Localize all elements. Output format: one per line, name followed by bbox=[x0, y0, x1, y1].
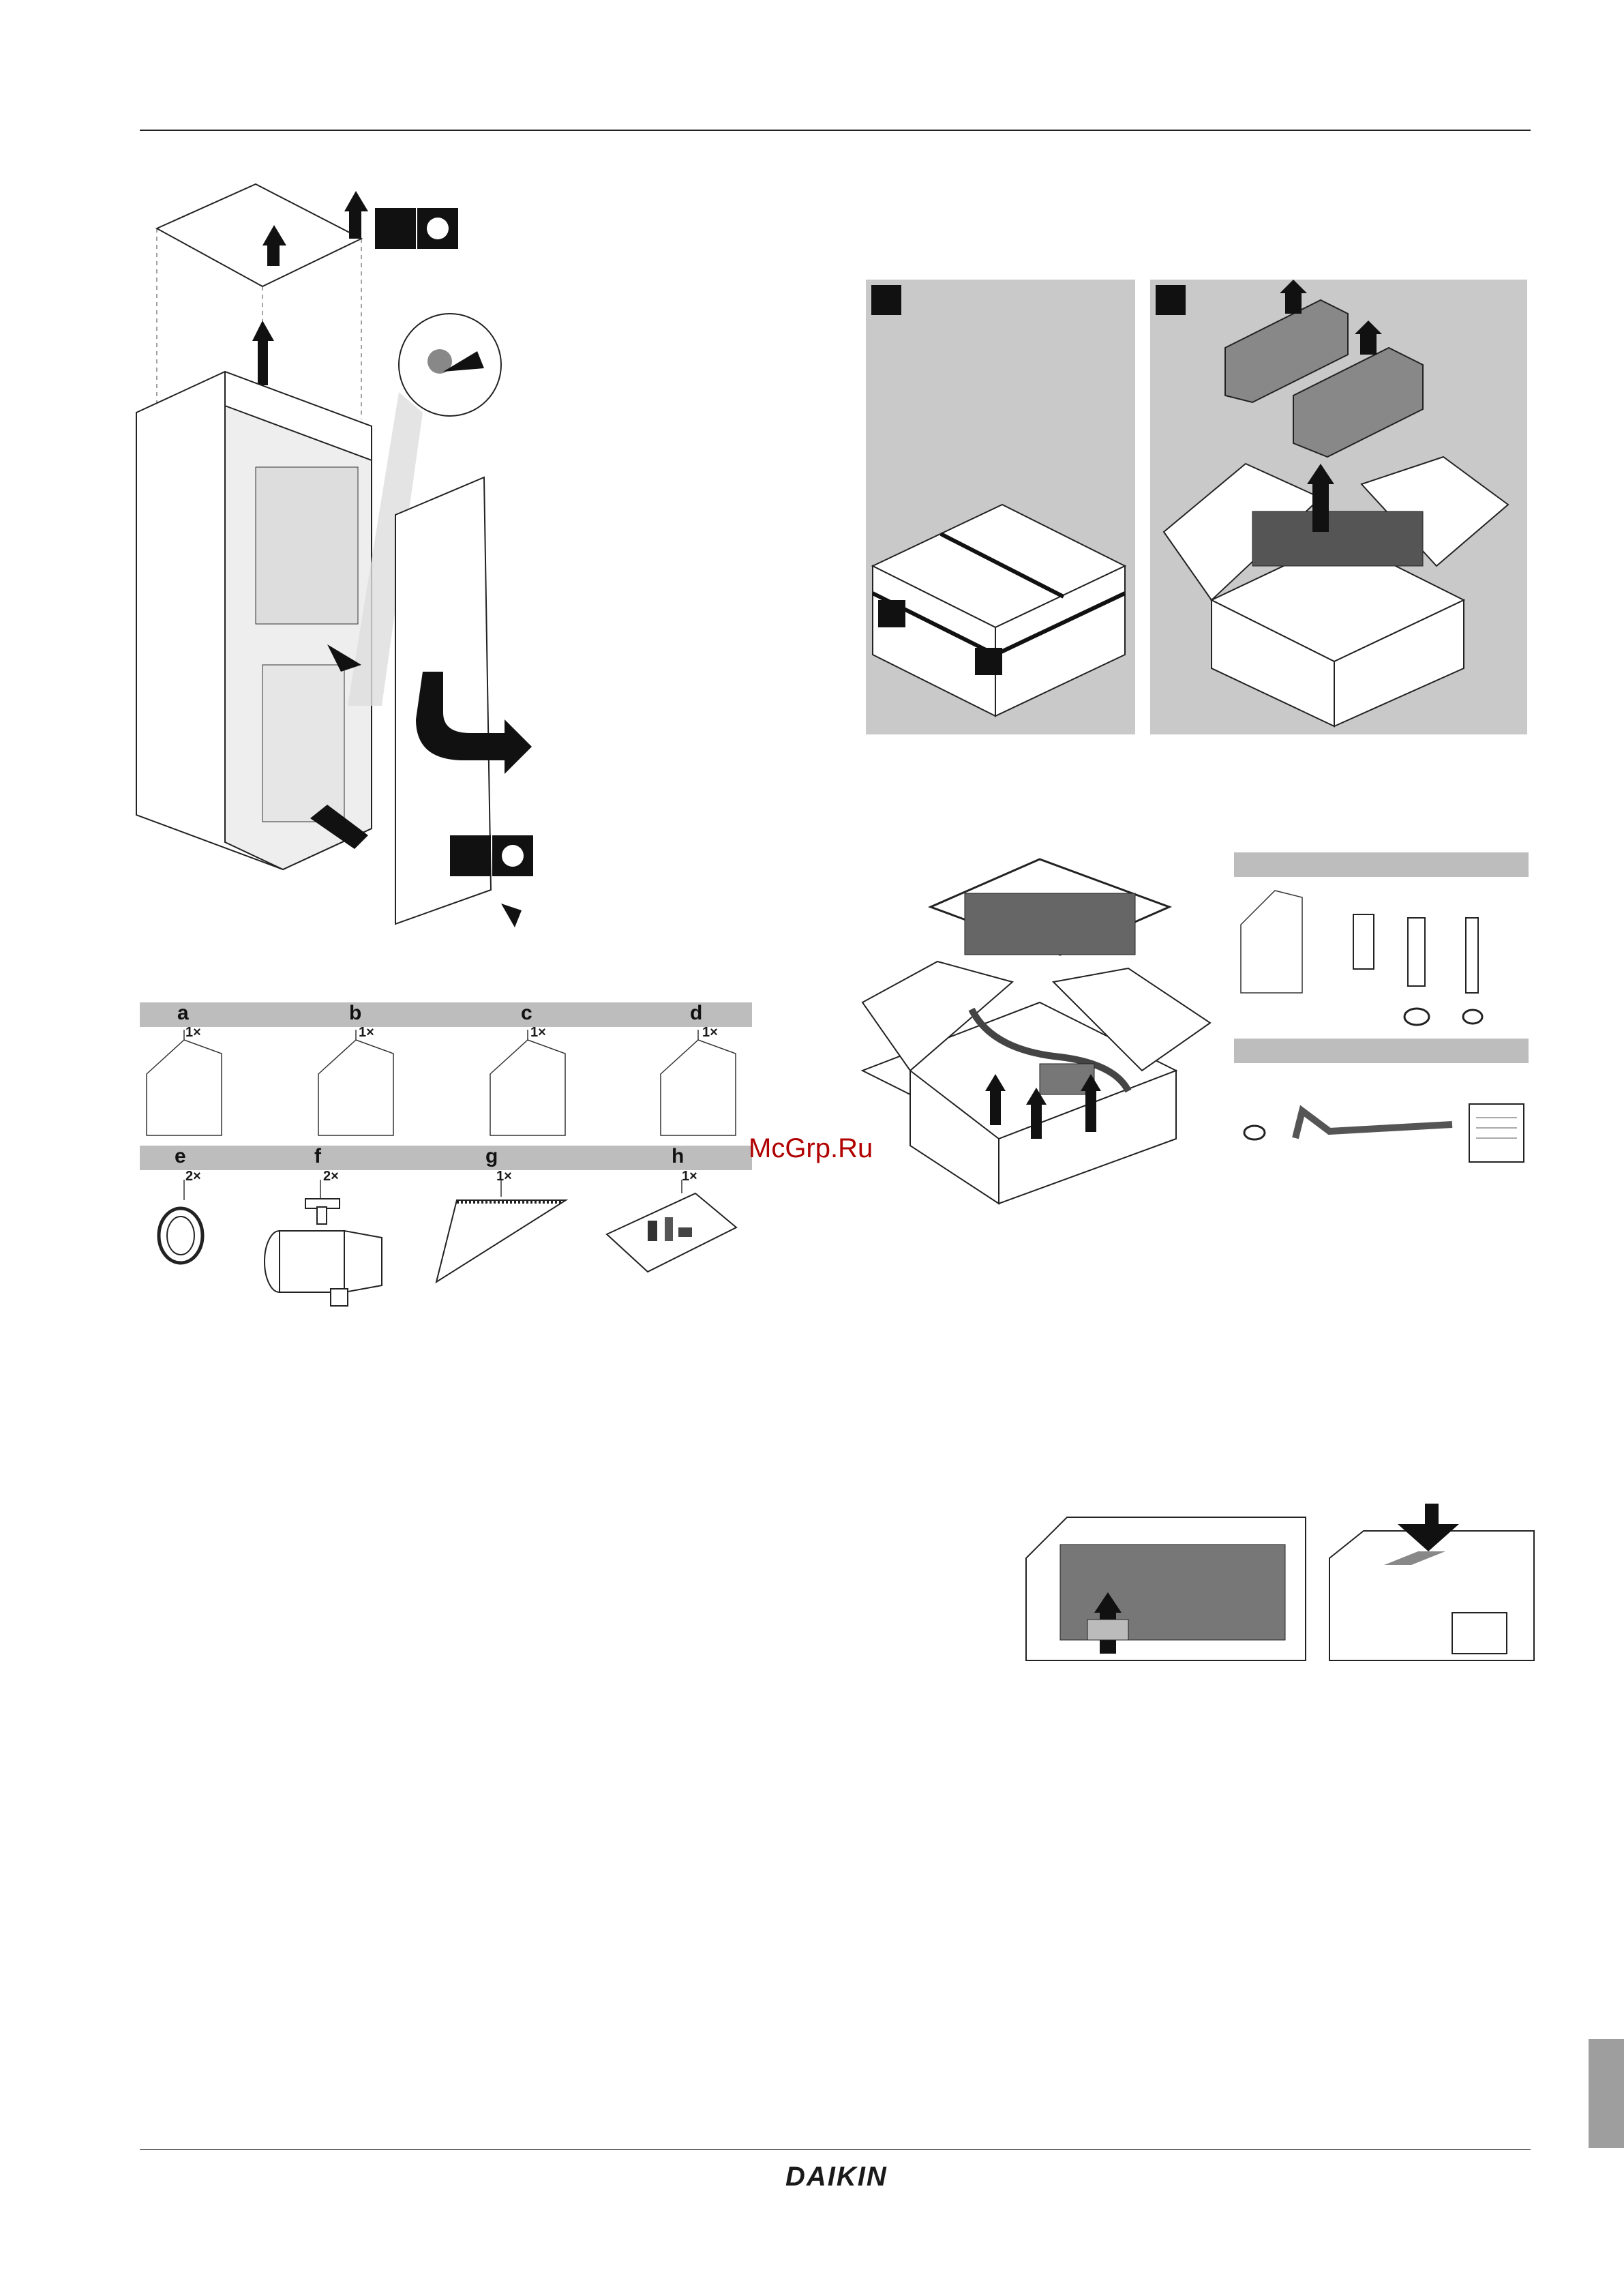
label-removal-illustration bbox=[1019, 1504, 1306, 1660]
manual-icon bbox=[140, 1033, 752, 1142]
fittings-bar bbox=[1234, 852, 1529, 877]
header-rule bbox=[140, 130, 1531, 131]
label-placement-illustration bbox=[1323, 1504, 1534, 1660]
accessory-bar-row1 bbox=[140, 1002, 752, 1027]
accessory-bar-row2 bbox=[140, 1146, 752, 1170]
accessory-letter-g: g bbox=[485, 1145, 498, 1168]
watermark: McGrp.Ru bbox=[749, 1133, 873, 1164]
hose-icon bbox=[1234, 1063, 1529, 1165]
accessory-letter-a: a bbox=[177, 1002, 189, 1025]
section-tab bbox=[1589, 2039, 1624, 2148]
daikin-logo: DAIKIN bbox=[785, 2162, 888, 2192]
open-box-icon bbox=[1150, 280, 1527, 734]
unit-panel-removal-illustration bbox=[123, 147, 600, 951]
hose-bar bbox=[1234, 1039, 1529, 1063]
sealed-box-icon bbox=[866, 280, 1135, 734]
accessory-letter-d: d bbox=[690, 1002, 702, 1025]
o-ring-icon bbox=[150, 1180, 211, 1275]
accessory-letter-e: e bbox=[175, 1145, 186, 1168]
accessory-letter-b: b bbox=[349, 1002, 361, 1025]
fittings-icon bbox=[1234, 877, 1529, 1034]
accessory-letter-c: c bbox=[521, 1002, 532, 1025]
accessory-letter-f: f bbox=[314, 1145, 321, 1168]
accessory-letter-h: h bbox=[672, 1145, 684, 1168]
footer-rule bbox=[140, 2149, 1531, 2150]
template-icon bbox=[430, 1180, 573, 1289]
shut-off-valve-icon bbox=[259, 1180, 395, 1309]
bag-icon bbox=[600, 1180, 743, 1282]
box-accessories-removal-illustration bbox=[856, 846, 1224, 1207]
